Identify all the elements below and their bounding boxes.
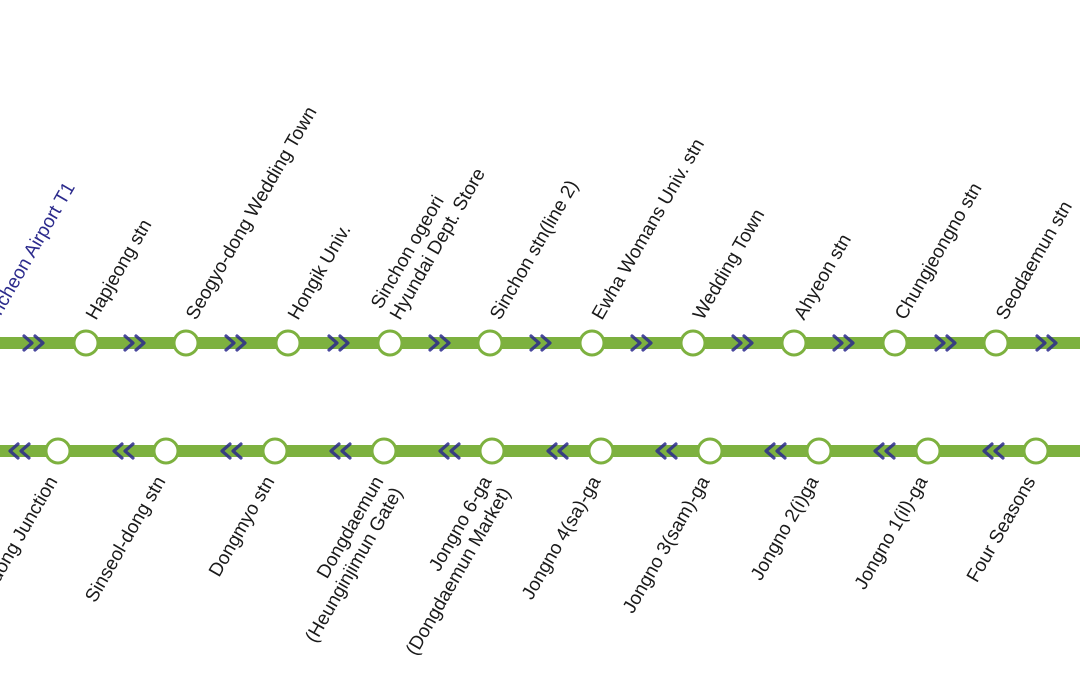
station-label-sinseol-dong-stn: Sinseol-dong stn xyxy=(81,473,170,606)
direction-arrow-icon xyxy=(428,334,451,352)
station-label-hapjeong-stn: Hapjeong stn xyxy=(82,216,156,323)
direction-arrow-icon xyxy=(832,334,855,352)
direction-arrow-icon xyxy=(982,442,1005,460)
direction-arrow-icon xyxy=(112,442,135,460)
station-marker xyxy=(44,437,72,465)
station-marker xyxy=(476,329,504,357)
direction-arrow-icon xyxy=(546,442,569,460)
direction-arrow-icon xyxy=(764,442,787,460)
station-label-dongdaemun-heunginjimun-gate: Dongdaemun(Heunginjimun Gate) xyxy=(282,473,407,646)
direction-arrow-icon xyxy=(630,334,653,352)
direction-arrow-icon xyxy=(123,334,146,352)
direction-arrow-icon xyxy=(22,334,45,352)
station-marker xyxy=(982,329,1010,357)
station-marker xyxy=(274,329,302,357)
direction-arrow-icon xyxy=(934,334,957,352)
station-label-jongno-4-sa-ga: Jongno 4(sa)-ga xyxy=(518,473,606,604)
station-label-sinchon-ogeori-hyundai-dept-store: Sinchon ogeoriHyundai Dept. Store xyxy=(367,154,490,324)
direction-arrow-icon xyxy=(8,442,31,460)
station-label-wedding-town: Wedding Town xyxy=(689,206,769,324)
station-marker xyxy=(376,329,404,357)
station-label-dongmyo-stn: Dongmyo stn xyxy=(205,473,279,580)
direction-arrow-icon xyxy=(224,334,247,352)
station-marker xyxy=(72,329,100,357)
direction-arrow-icon xyxy=(1035,334,1058,352)
station-marker xyxy=(679,329,707,357)
station-marker xyxy=(478,437,506,465)
direction-arrow-icon xyxy=(438,442,461,460)
station-label-chungjeongno-stn: Chungjeongno stn xyxy=(891,179,986,323)
station-label-yongdu-dong-junction: Yongdu-dong Junction xyxy=(0,473,62,647)
station-marker xyxy=(881,329,909,357)
station-marker xyxy=(587,437,615,465)
direction-arrow-icon xyxy=(731,334,754,352)
station-label-four-seasons: Four Seasons xyxy=(963,473,1040,586)
station-marker xyxy=(805,437,833,465)
station-label-ewha-womans-univ-stn: Ewha Womans Univ. stn xyxy=(588,135,709,323)
station-label-jongno-3-sam-ga: Jongno 3(sam)-ga xyxy=(619,473,714,617)
station-label-seodaemun-stn: Seodaemun stn xyxy=(992,198,1077,324)
station-marker xyxy=(696,437,724,465)
station-marker xyxy=(914,437,942,465)
station-marker xyxy=(370,437,398,465)
station-marker xyxy=(578,329,606,357)
direction-arrow-icon xyxy=(327,334,350,352)
station-label-jongno-1-il-ga: Jongno 1(il)-ga xyxy=(851,473,933,594)
station-marker xyxy=(172,329,200,357)
direction-arrow-icon xyxy=(329,442,352,460)
station-marker xyxy=(1022,437,1050,465)
station-marker xyxy=(261,437,289,465)
station-marker xyxy=(780,329,808,357)
station-label-hongik-univ: Hongik Univ. xyxy=(284,221,355,324)
direction-arrow-icon xyxy=(529,334,552,352)
station-label-sinchon-stn-line-2: Sinchon stn(line 2) xyxy=(486,177,583,324)
station-label-jongno-2-i-ga: Jongno 2(i)ga xyxy=(747,473,823,584)
direction-arrow-icon xyxy=(873,442,896,460)
direction-arrow-icon xyxy=(655,442,678,460)
station-label-incheon-airport-t1: Incheon Airport T1 xyxy=(0,179,80,324)
station-marker xyxy=(152,437,180,465)
station-label-ahyeon-stn: Ahyeon stn xyxy=(790,231,856,324)
direction-arrow-icon xyxy=(220,442,243,460)
